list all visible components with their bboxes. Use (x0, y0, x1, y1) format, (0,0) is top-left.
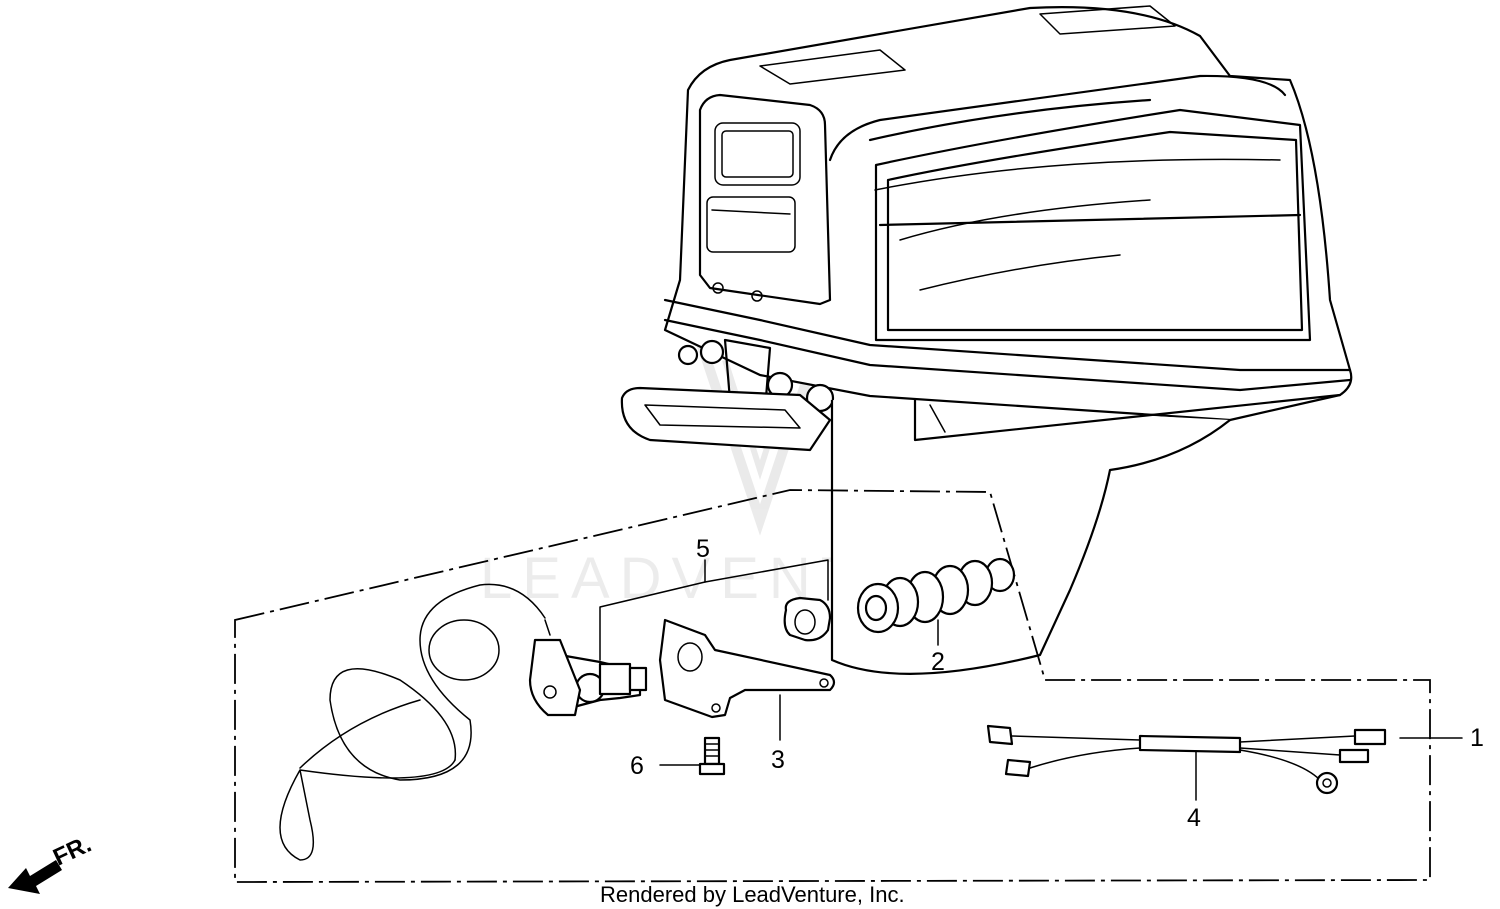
callout-4: 4 (1187, 804, 1201, 832)
part-4-wire-harness (986, 724, 1463, 801)
callout-2: 2 (931, 648, 945, 676)
arrow-icon (8, 860, 62, 894)
part-5-switch-assembly (279, 559, 832, 861)
assembly-boundary (234, 489, 1431, 883)
callout-6: 6 (630, 752, 644, 780)
callout-5: 5 (696, 535, 710, 563)
part-2-rubber-boot (856, 557, 1016, 646)
callout-3: 3 (771, 746, 785, 774)
footer-credit: Rendered by LeadVenture, Inc. (600, 882, 905, 907)
front-direction-marker: FR. (8, 831, 96, 894)
part-3-bracket (658, 618, 836, 741)
part-6-bolt (659, 736, 726, 776)
callout-1: 1 (1470, 724, 1484, 752)
